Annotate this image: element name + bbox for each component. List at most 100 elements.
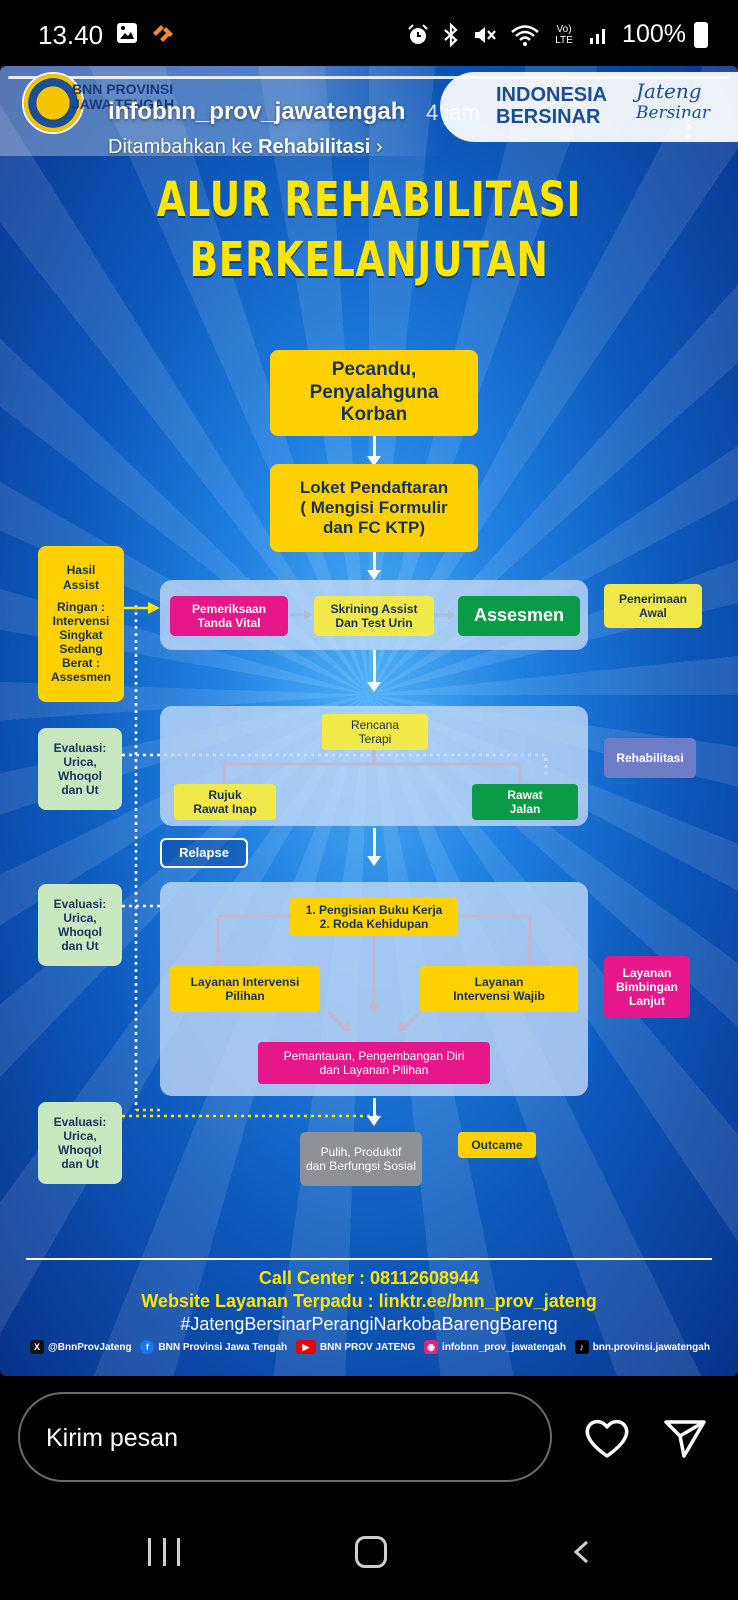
footer-divider — [26, 1258, 712, 1260]
box-text: Hasil — [66, 563, 96, 578]
brand2-line2: Bersinar — [636, 103, 711, 123]
alarm-icon — [408, 23, 428, 44]
more-options-icon[interactable] — [686, 116, 692, 140]
message-input[interactable] — [18, 1392, 552, 1482]
arrow-down — [367, 650, 381, 692]
box-text: 2. Roda Kehidupan — [319, 917, 429, 931]
box-text: Berat : — [61, 656, 100, 671]
box-text: Dan Test Urin — [335, 616, 413, 630]
network-type: Vo) LTE — [555, 23, 573, 46]
website: Website Layanan Terpadu : linktr.ee/bnn_… — [141, 1291, 597, 1311]
box-relapse: Relapse — [160, 838, 248, 868]
box-text: Evaluasi: — [53, 740, 107, 755]
box-text: Sedang — [59, 642, 103, 657]
box-text: Rawat Inap — [193, 802, 257, 816]
arrow-down — [367, 828, 381, 866]
social-x: X @BnnProvJateng — [30, 1340, 132, 1354]
box-text: dan Ut — [61, 939, 99, 954]
tiktok-icon: ♪ — [574, 1340, 589, 1354]
heart-icon[interactable] — [582, 1416, 632, 1460]
box-text: Penerimaan — [618, 591, 688, 606]
box-text: Intervensi — [52, 613, 110, 628]
mute-icon — [475, 26, 496, 43]
box-text: Lanjut — [629, 994, 665, 1009]
box-text: dan Ut — [61, 1157, 99, 1172]
box-text: Evaluasi: — [53, 1114, 107, 1129]
box-text: Skrining Assist — [330, 601, 418, 616]
hashtag: #JatengBersinarPerangiNarkobaBarengBaren… — [180, 1314, 558, 1334]
box-assesmen: Assesmen — [458, 596, 580, 636]
send-icon[interactable] — [662, 1416, 708, 1460]
box-text: Assesmen — [50, 670, 112, 685]
social-label: @BnnProvJateng — [48, 1341, 132, 1353]
box-text: Layanan Intervensi — [190, 974, 300, 989]
bnn-name-line2: JAWA TENGAH — [72, 96, 175, 112]
box-text: Whoqol — [58, 1143, 102, 1157]
box-text: Intervensi Wajib — [453, 989, 545, 1003]
brand2-line1: Jateng — [636, 79, 702, 103]
box-text: Pemantauan, Pengembangan Diri — [283, 1048, 465, 1063]
call-center: Call Center : 08112608944 — [258, 1268, 480, 1288]
bnn-logo[interactable] — [22, 72, 84, 134]
story-progress-bar — [8, 76, 730, 79]
box-text: Loket Pendaftaran — [299, 477, 449, 497]
social-label: infobnn_prov_jawatengah — [442, 1341, 566, 1353]
chevron-right-icon: › — [375, 136, 383, 158]
youtube-icon: ▶ — [295, 1340, 316, 1354]
highlight-link[interactable]: Ditambahkan ke Rehabilitasi › — [108, 136, 383, 159]
social-tiktok: ♪bnn.provinsi.jawatengah — [574, 1340, 710, 1354]
box-text: Awal — [639, 606, 667, 620]
box-text: Whoqol — [58, 769, 102, 783]
box-text: Singkat — [59, 628, 103, 642]
box-text: Urica, — [63, 754, 97, 769]
battery-percent: 100% — [622, 20, 686, 48]
box-outcame: Outcame — [458, 1132, 536, 1158]
added-prefix: Ditambahkan ke — [108, 136, 253, 158]
box-text: Whoqol — [58, 925, 102, 939]
box-text: Rawat — [507, 787, 543, 802]
status-time: 13.40 — [38, 20, 104, 50]
box-text: Urica, — [63, 910, 97, 925]
battery-icon — [694, 22, 708, 48]
box-text: Evaluasi: — [53, 896, 107, 911]
box-text: Bimbingan — [616, 979, 678, 994]
box-text: Pilihan — [225, 989, 265, 1003]
box-text: Urica, — [63, 1128, 97, 1143]
box-text: Korban — [340, 404, 408, 426]
account-name[interactable]: infobnn_prov_jawatengah — [108, 98, 406, 125]
arrow-down — [367, 552, 381, 580]
box-text: Rencana — [350, 717, 400, 732]
recent-apps-button[interactable] — [148, 1538, 180, 1566]
jateng-bersinar-logo: Jateng Bersinar — [636, 80, 710, 124]
box-text: dan Ut — [61, 783, 99, 798]
brand-line2: BERSINAR — [496, 106, 601, 128]
social-label: bnn.provinsi.jawatengah — [592, 1341, 710, 1353]
box-text: Layanan — [622, 965, 672, 980]
social-instagram: ◉infobnn_prov_jawatengah — [424, 1340, 566, 1354]
box-text: Penyalahguna — [309, 381, 439, 403]
signal-icon — [590, 28, 606, 44]
box-text: Pemeriksaan — [191, 601, 267, 616]
home-button[interactable] — [355, 1536, 387, 1568]
box-text: Tanda Vital — [197, 616, 261, 630]
box-text: Jalan — [509, 802, 541, 816]
added-target: Rehabilitasi — [258, 136, 371, 158]
gallery-icon — [117, 23, 137, 43]
bnn-name-line1: BNN PROVINSI — [72, 81, 174, 97]
x-icon: X — [30, 1340, 44, 1354]
arrow-down — [367, 436, 381, 466]
poster-title-line1: ALUR REHABILITASI — [156, 172, 582, 228]
status-bar: 13.40 Vo) LTE 100% — [0, 0, 738, 68]
arrow-down — [367, 1098, 381, 1126]
back-button[interactable] — [572, 1540, 590, 1564]
